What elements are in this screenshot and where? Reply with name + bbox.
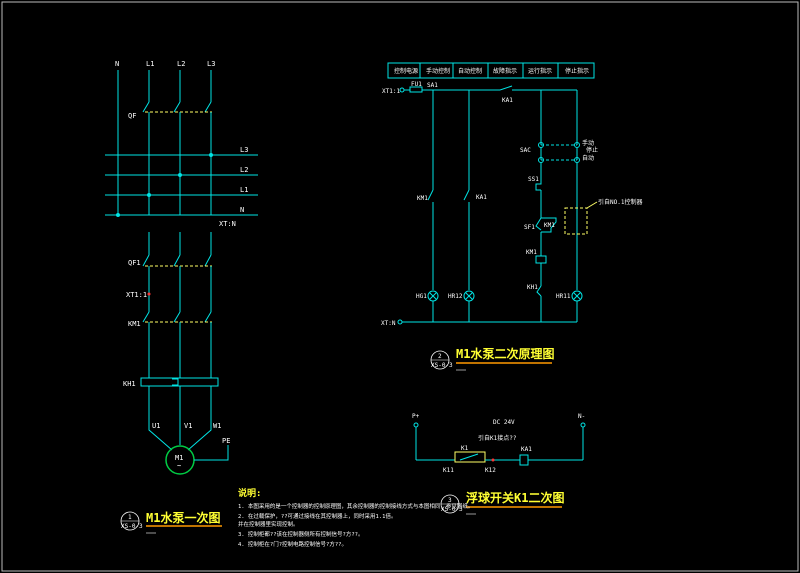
primary-badge-num: 1 [128, 514, 132, 521]
bus-label-n: N [240, 206, 244, 214]
primary-badge-sub: XS-0-3 [121, 523, 143, 530]
phase-label-l3: L3 [207, 60, 215, 68]
sa1-label: SA1 [427, 82, 438, 89]
float-title-block: 3 XS-0-3 浮球开关K1二次图 [440, 490, 564, 515]
wire-w [187, 410, 212, 451]
primary-diagram: N L1 L2 L3 QF L3 L2 L1 N [105, 60, 258, 475]
n-minus-label: N- [578, 413, 585, 420]
phase-label-n: N [115, 60, 119, 68]
sac-manual-label: 手动 [582, 139, 594, 147]
ka1-top-label: KA1 [502, 97, 513, 104]
remote-contact-box [564, 207, 588, 235]
k11-label: K11 [443, 467, 454, 474]
bus-label-l3: L3 [240, 146, 248, 154]
km1-contactor: KM1 [128, 311, 212, 378]
qf1-breaker: QF1 XT1:1 [126, 254, 212, 312]
header-cell-3: 故障指示 [493, 67, 517, 75]
motor-label: M1 [175, 454, 183, 462]
hr11-label: HR11 [556, 293, 571, 300]
bus-label-l2: L2 [240, 166, 248, 174]
qf-label: QF [128, 112, 136, 120]
pe-wire [194, 445, 229, 461]
motor-sym: ~ [177, 462, 181, 470]
hr12-label: HR12 [448, 293, 463, 300]
dc-label: DC 24V [493, 419, 515, 426]
header-cell-0: 控制电源 [394, 67, 418, 75]
note-line-2: 2. 在过载保护，??可通过接线在其控制器上，同时采用1.1倍。 [238, 512, 397, 520]
sf1-label: SF1 [524, 224, 535, 231]
note-line-1: 1. 本图采用的是一个控制器的控制原理图，其余控制器的控制接线方式与本图相同，参… [238, 502, 473, 510]
secondary-title-block: 2 XS-0-3 M1水泵二次原理图 [430, 346, 554, 371]
w-label: W1 [213, 422, 221, 430]
phase-label-l1: L1 [146, 60, 154, 68]
header-cell-5: 停止指示 [565, 67, 589, 75]
pe-label: PE [222, 437, 230, 445]
busbars: L3 L2 L1 N XT:N [105, 146, 258, 228]
secondary-badge-sub: XS-0-3 [431, 362, 453, 369]
notes-block: 说明: 1. 本图采用的是一个控制器的控制原理图，其余控制器的控制接线方式与本图… [238, 487, 473, 548]
secondary-diagram: XT1:1 FU1 SA1 KA1 KM1 HG1 KA1 HR12 SAC [381, 81, 642, 327]
kh1-thermal-relay: KH1 [123, 377, 219, 410]
p-plus-label: P+ [412, 413, 420, 420]
km1-label: KM1 [128, 320, 141, 328]
float-title: 浮球开关K1二次图 [466, 490, 564, 505]
sac-stop-label: 停止 [586, 146, 598, 154]
v-label: V1 [184, 422, 192, 430]
ka1-branch-label: KA1 [476, 194, 487, 201]
bus-label-l1: L1 [240, 186, 248, 194]
note-line-3: 并在控制器里实现控制。 [238, 520, 299, 528]
kh1-label: KH1 [123, 380, 136, 388]
kh1-aux-label: KH1 [527, 284, 538, 291]
primary-title: M1水泵一次图 [146, 510, 220, 525]
float-badge-sub: XS-0-3 [441, 506, 463, 513]
header-cell-1: 手动控制 [426, 67, 450, 75]
phase-label-l2: L2 [177, 60, 185, 68]
secondary-title: M1水泵二次原理图 [456, 346, 554, 361]
sac-label: SAC [520, 147, 531, 154]
km1-coil-label: KM1 [526, 249, 537, 256]
xt1-top-label: XT1:1 [382, 88, 400, 95]
fu1-label: FU1 [411, 81, 422, 88]
header-cell-4: 运行指示 [528, 67, 552, 75]
float-badge-num: 3 [448, 497, 452, 504]
xtn-label: XT:N [381, 320, 396, 327]
remote-label: 引自NO.1控制器 [598, 198, 642, 206]
k12-label: K12 [485, 467, 496, 474]
k1-note: 引自K1接点?? [478, 434, 517, 442]
k1-label: K1 [461, 445, 469, 452]
primary-title-block: 1 XS-0-3 M1水泵一次图 [120, 510, 222, 534]
km1-aux-label: KM1 [544, 222, 555, 229]
header-cell-2: 自动控制 [458, 67, 482, 75]
note-line-4: 3. 控制柜都??该在控制器侧所有控制信号?方??。 [238, 530, 364, 538]
xt-n-label: XT:N [219, 220, 236, 228]
qf-breaker: QF [128, 101, 212, 215]
u-label: U1 [152, 422, 160, 430]
secondary-header: 控制电源 手动控制 自动控制 故障指示 运行指示 停止指示 [387, 62, 595, 79]
secondary-badge-num: 2 [438, 353, 442, 360]
ss1-label: SS1 [528, 176, 539, 183]
note-line-5: 4. 控制柜在?门?控制电路控制信号?方??。 [238, 540, 347, 548]
km1-branch-label: KM1 [417, 195, 428, 202]
float-diagram: P+ N- DC 24V K1 引自K1接点?? KA1 K11 K12 [412, 413, 586, 474]
qf1-label: QF1 [128, 259, 141, 267]
notes-heading: 说明: [238, 487, 261, 499]
ka1-coil-label: KA1 [521, 446, 532, 453]
km1-coil [535, 255, 547, 264]
xt1-label: XT1:1 [126, 291, 147, 299]
hg1-label: HG1 [416, 293, 427, 300]
wire-u [148, 410, 173, 451]
sac-auto-label: 自动 [582, 154, 594, 162]
